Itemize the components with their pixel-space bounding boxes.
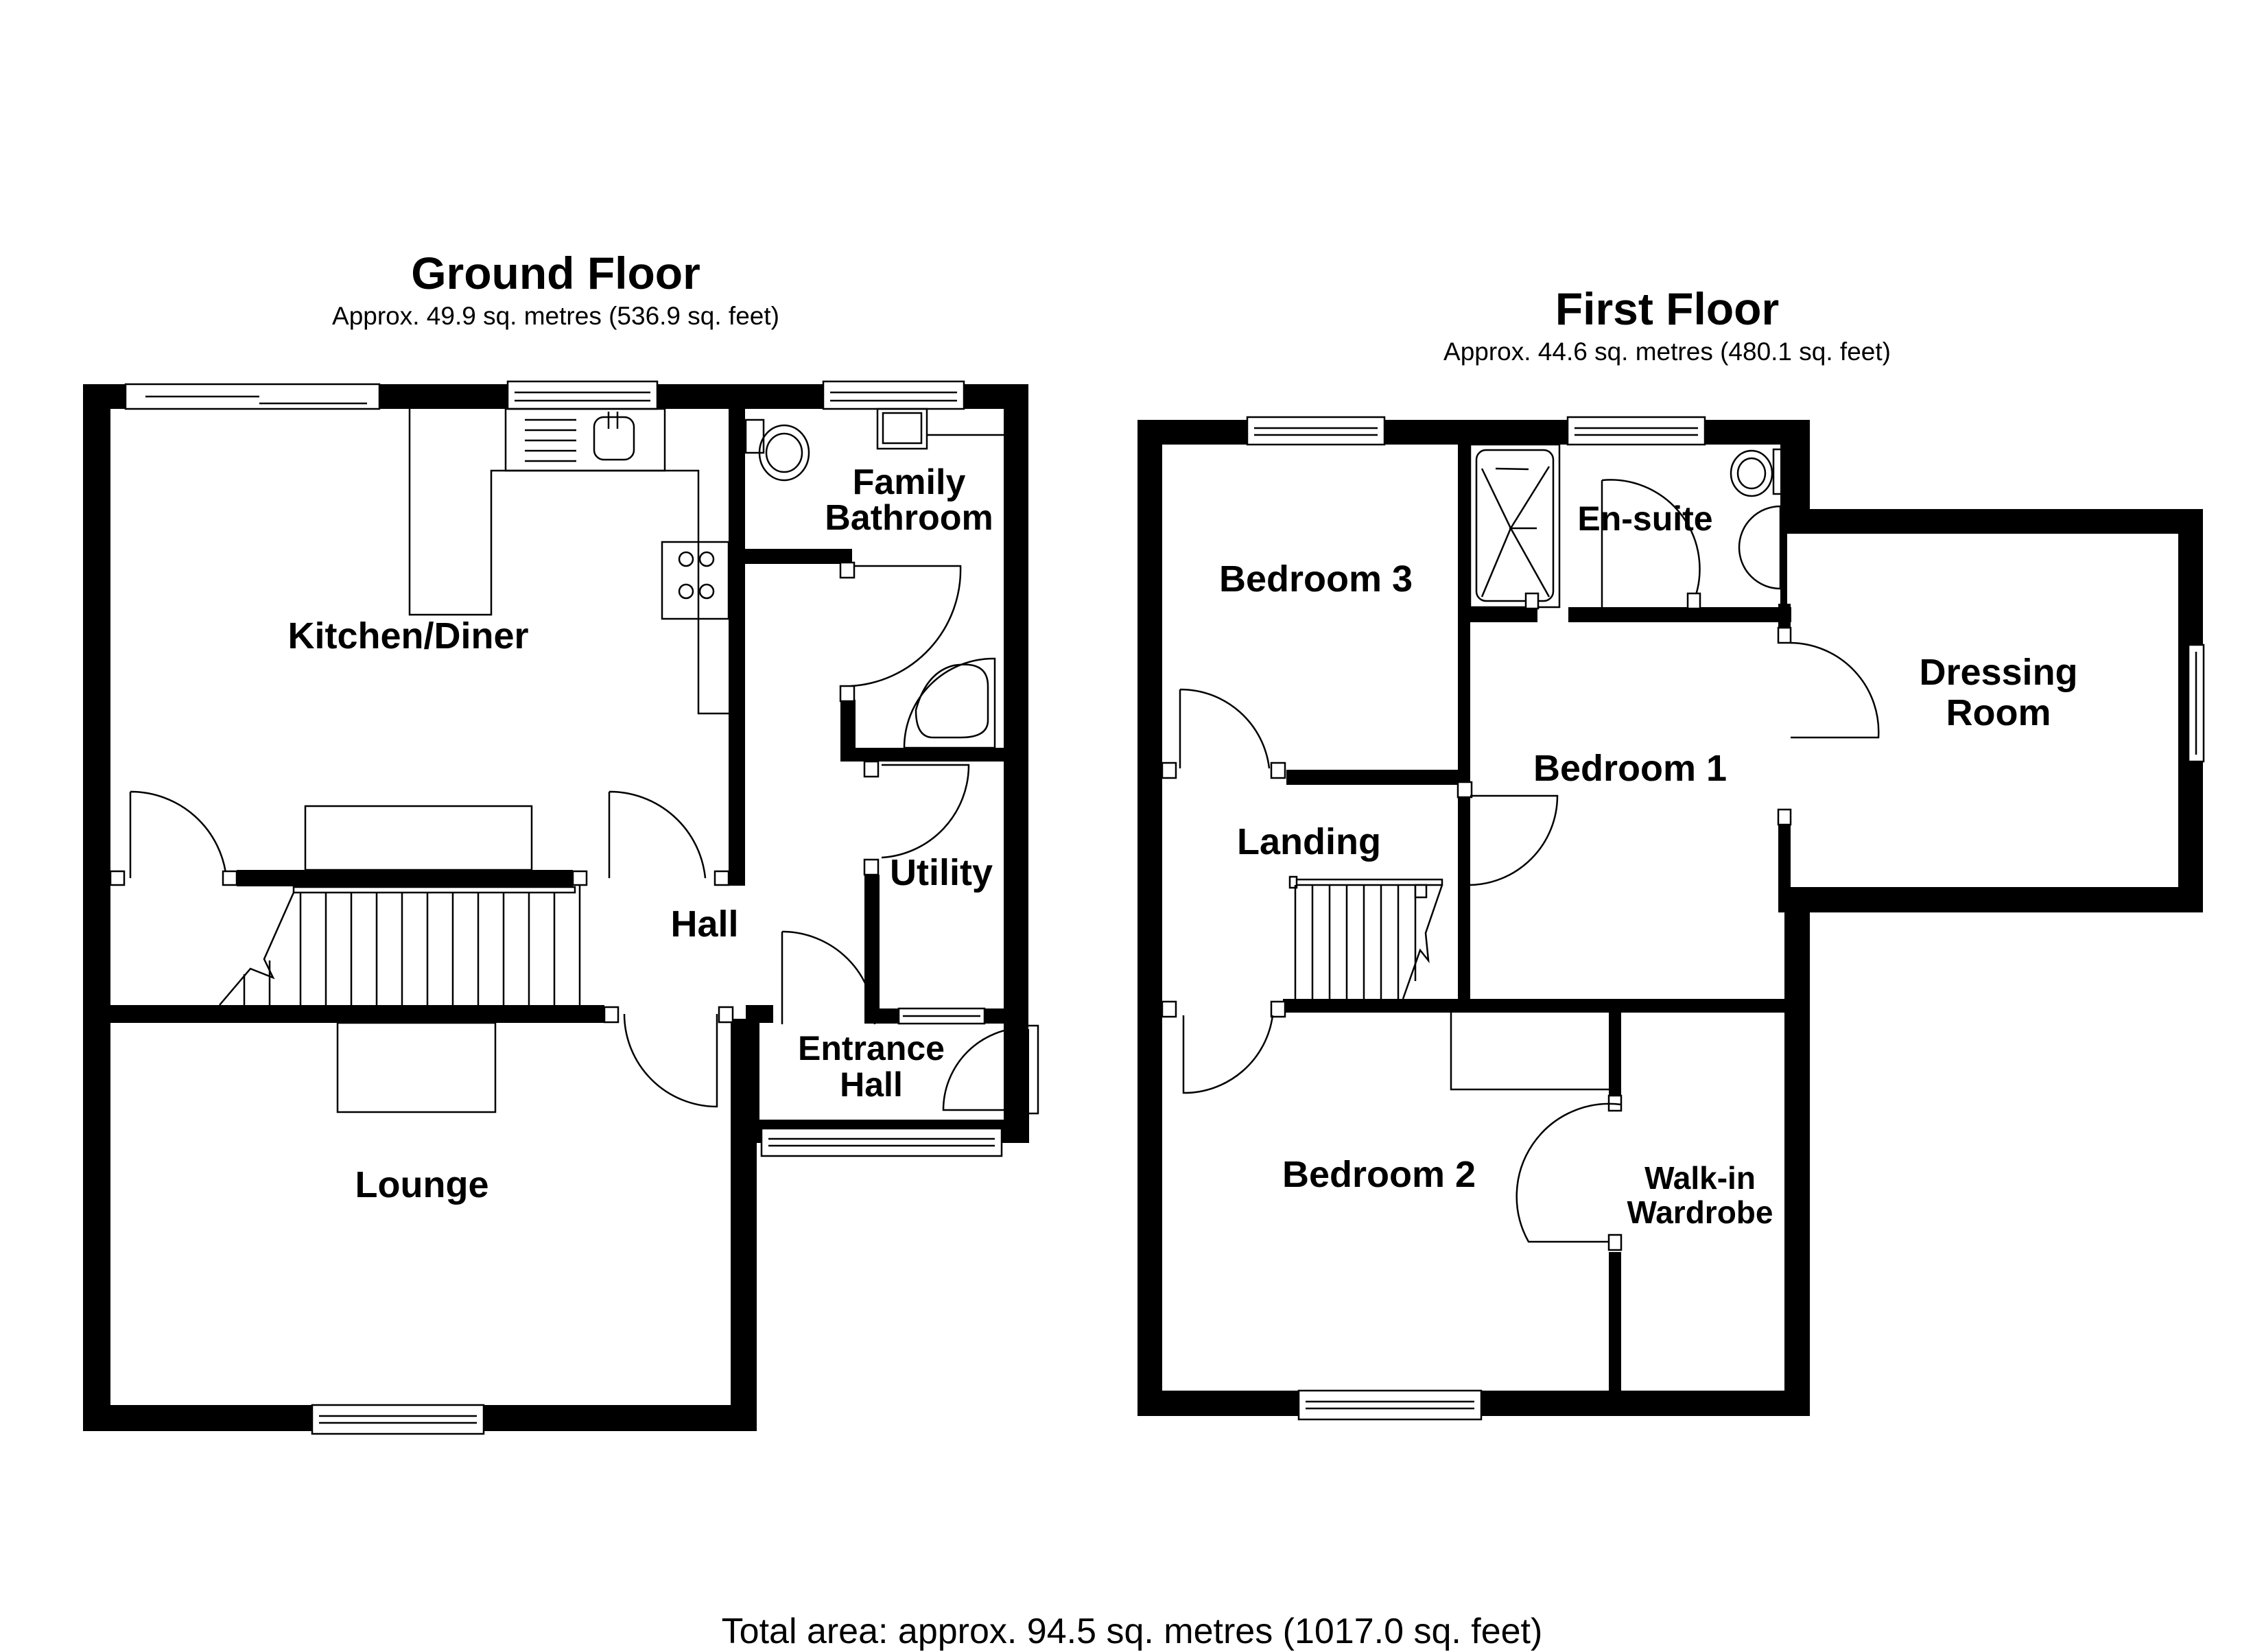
ground-floor-area: Approx. 49.9 sq. metres (536.9 sq. feet)	[332, 302, 779, 330]
room-label-walk-in-wardrobe-1: Walk-in	[1644, 1160, 1756, 1196]
room-label-hall: Hall	[670, 904, 738, 945]
room-label-kitchen-diner: Kitchen/Diner	[287, 615, 528, 657]
room-label-en-suite: En-suite	[1577, 499, 1712, 538]
room-label-landing: Landing	[1237, 821, 1381, 862]
room-label-walk-in-wardrobe-2: Wardrobe	[1627, 1194, 1773, 1230]
room-label-family-bathroom-2: Bathroom	[825, 498, 993, 538]
room-label-bedroom-3: Bedroom 3	[1219, 558, 1413, 600]
room-label-dressing-room-1: Dressing	[1919, 652, 2077, 693]
first-floor-plan	[1137, 416, 2205, 1421]
room-label-entrance-hall-1: Entrance	[798, 1029, 945, 1067]
room-label-bedroom-2: Bedroom 2	[1282, 1154, 1476, 1195]
ground-floor-plan	[83, 380, 1039, 1435]
room-label-bedroom-1: Bedroom 1	[1533, 748, 1727, 789]
room-label-lounge: Lounge	[355, 1164, 489, 1205]
room-label-dressing-room-2: Room	[1946, 692, 2051, 733]
ground-floor-title: Ground Floor	[411, 248, 700, 298]
room-label-family-bathroom-1: Family	[853, 462, 966, 502]
first-floor-title: First Floor	[1555, 283, 1780, 334]
room-label-entrance-hall-2: Hall	[840, 1065, 903, 1104]
total-area: Total area: approx. 94.5 sq. metres (101…	[721, 1612, 1543, 1651]
first-floor-area: Approx. 44.6 sq. metres (480.1 sq. feet)	[1443, 338, 1891, 366]
room-label-utility: Utility	[890, 852, 993, 893]
